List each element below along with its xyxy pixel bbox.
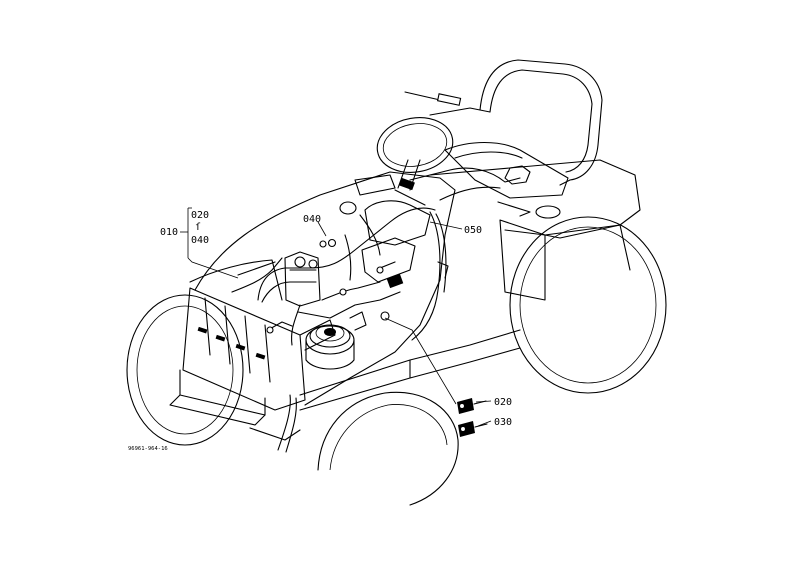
front-left-wheel <box>126 294 244 446</box>
callout-010: 010 <box>160 227 178 238</box>
rear-right-wheel <box>509 216 667 394</box>
callout-020-range-start: 020 <box>191 210 209 221</box>
hood-body <box>189 171 456 406</box>
seat <box>444 59 603 199</box>
drawing-code: 96961-964-16 <box>128 446 168 452</box>
front-right-wheel <box>317 391 459 506</box>
clutch-pulley <box>305 311 367 370</box>
callout-range-symbol: ſ <box>195 222 201 233</box>
callout-050: 050 <box>464 225 482 236</box>
callout-030: 030 <box>494 417 512 428</box>
bolt-020 <box>457 398 487 414</box>
callout-040-range-end: 040 <box>191 235 209 246</box>
chassis-frame <box>169 329 521 441</box>
leader-lines <box>180 207 492 427</box>
engine-assembly <box>284 174 431 307</box>
callout-020: 020 <box>494 397 512 408</box>
rear-fender <box>429 159 641 301</box>
bolt-030 <box>458 421 488 437</box>
wiring-harness <box>231 165 531 453</box>
callout-040: 040 <box>303 214 321 225</box>
